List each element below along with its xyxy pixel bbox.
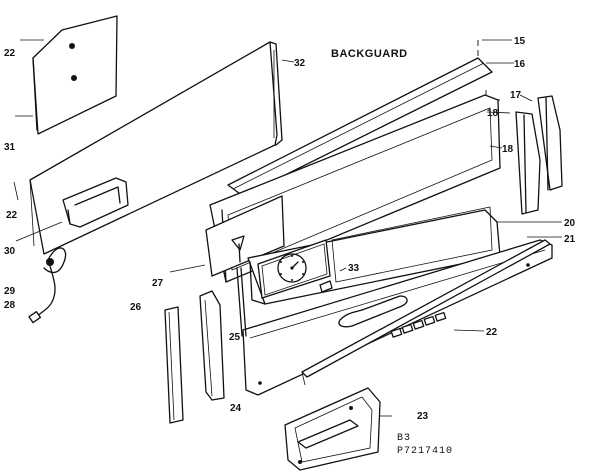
part-end-caps bbox=[164, 267, 247, 424]
callout-24: 24 bbox=[230, 403, 242, 414]
callout-27: 27 bbox=[152, 278, 164, 289]
callout-33: 33 bbox=[348, 263, 360, 274]
part-top-trim bbox=[227, 40, 500, 197]
callout-labels: 22 31 32 15 16 17 18 18 22 30 20 21 27 3… bbox=[4, 36, 576, 422]
callout-26: 26 bbox=[130, 302, 142, 313]
button-row bbox=[390, 311, 447, 338]
callout-16: 16 bbox=[514, 59, 526, 70]
part-wire-harness bbox=[28, 247, 67, 324]
footer-part-number: P7217410 bbox=[397, 446, 453, 457]
part-side-brackets bbox=[515, 95, 563, 215]
callout-28: 28 bbox=[4, 300, 16, 311]
callout-30: 30 bbox=[4, 246, 16, 257]
callout-32: 32 bbox=[294, 58, 306, 69]
callout-22-left: 22 bbox=[6, 210, 18, 221]
callout-17: 17 bbox=[510, 90, 522, 101]
part-rear-cover-panel bbox=[32, 15, 118, 135]
part-lower-plate bbox=[284, 387, 381, 471]
leader-lines bbox=[13, 39, 562, 417]
part-control-panel bbox=[247, 206, 501, 305]
part-back-panel bbox=[29, 41, 283, 255]
part-screw bbox=[319, 280, 333, 293]
diagram-title: BACKGUARD bbox=[331, 48, 408, 60]
callout-23: 23 bbox=[417, 411, 429, 422]
part-trim-strip bbox=[301, 239, 551, 386]
callout-29: 29 bbox=[4, 286, 16, 297]
callout-25: 25 bbox=[229, 332, 241, 343]
callout-18-upper: 18 bbox=[487, 108, 499, 119]
part-timer-panel bbox=[205, 195, 285, 277]
callout-21: 21 bbox=[564, 234, 576, 245]
callout-22-top: 22 bbox=[4, 48, 16, 59]
callout-18-lower: 18 bbox=[502, 144, 514, 155]
callout-20: 20 bbox=[564, 218, 576, 229]
callout-22-right: 22 bbox=[486, 327, 498, 338]
callout-15: 15 bbox=[514, 36, 526, 47]
callout-31: 31 bbox=[4, 142, 16, 153]
footer-section-code: B3 bbox=[397, 433, 411, 444]
